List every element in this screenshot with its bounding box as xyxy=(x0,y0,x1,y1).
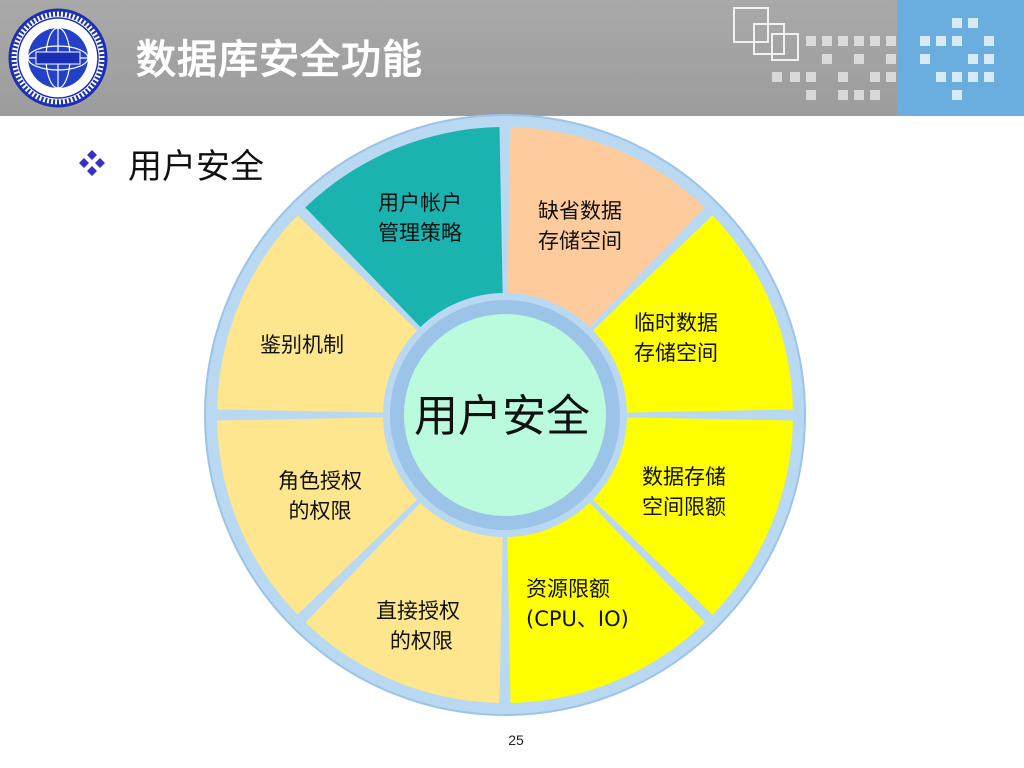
wheel-segment-1 xyxy=(507,127,705,328)
wheel-segment-6 xyxy=(217,417,418,615)
wheel-segment-label-5: 资源限额 (CPU、IO) xyxy=(526,577,629,631)
wheel-segment-4 xyxy=(507,502,705,703)
page-number: 25 xyxy=(508,732,524,748)
wheel-segment-label-8: 鉴别机制 xyxy=(260,333,344,357)
wheel-center-label: 用户安全 xyxy=(414,391,590,442)
wheel-segment-label-7: 角色授权 的权限 xyxy=(278,469,362,523)
four-diamond-bullet-icon xyxy=(79,150,105,176)
wheel-segment-5 xyxy=(305,502,503,703)
wheel-segment-2 xyxy=(592,215,793,413)
header-bar xyxy=(0,0,1024,116)
page-title: 数据库安全功能 xyxy=(136,37,423,83)
wheel-segment-label-1: 用户帐户 管理策略 xyxy=(378,191,462,245)
cnitsec-seal-icon xyxy=(8,8,108,108)
wheel-segment-8 xyxy=(305,127,503,328)
wheel-segment-3 xyxy=(592,417,793,615)
wheel-center-hub xyxy=(390,300,620,530)
wheel-segment-label-6: 直接授权 的权限 xyxy=(376,599,460,653)
bullet-text: 用户安全 xyxy=(128,146,264,187)
decorative-squares xyxy=(733,7,994,100)
wheel-segment-label-4: 数据存储 空间限额 xyxy=(642,465,726,519)
bullet-item: 用户安全 xyxy=(78,138,264,188)
wheel-segment-label-2: 缺省数据 存储空间 xyxy=(538,199,622,253)
wheel-segment-7 xyxy=(217,215,418,413)
wheel-segment-label-3: 临时数据 存储空间 xyxy=(634,311,718,365)
